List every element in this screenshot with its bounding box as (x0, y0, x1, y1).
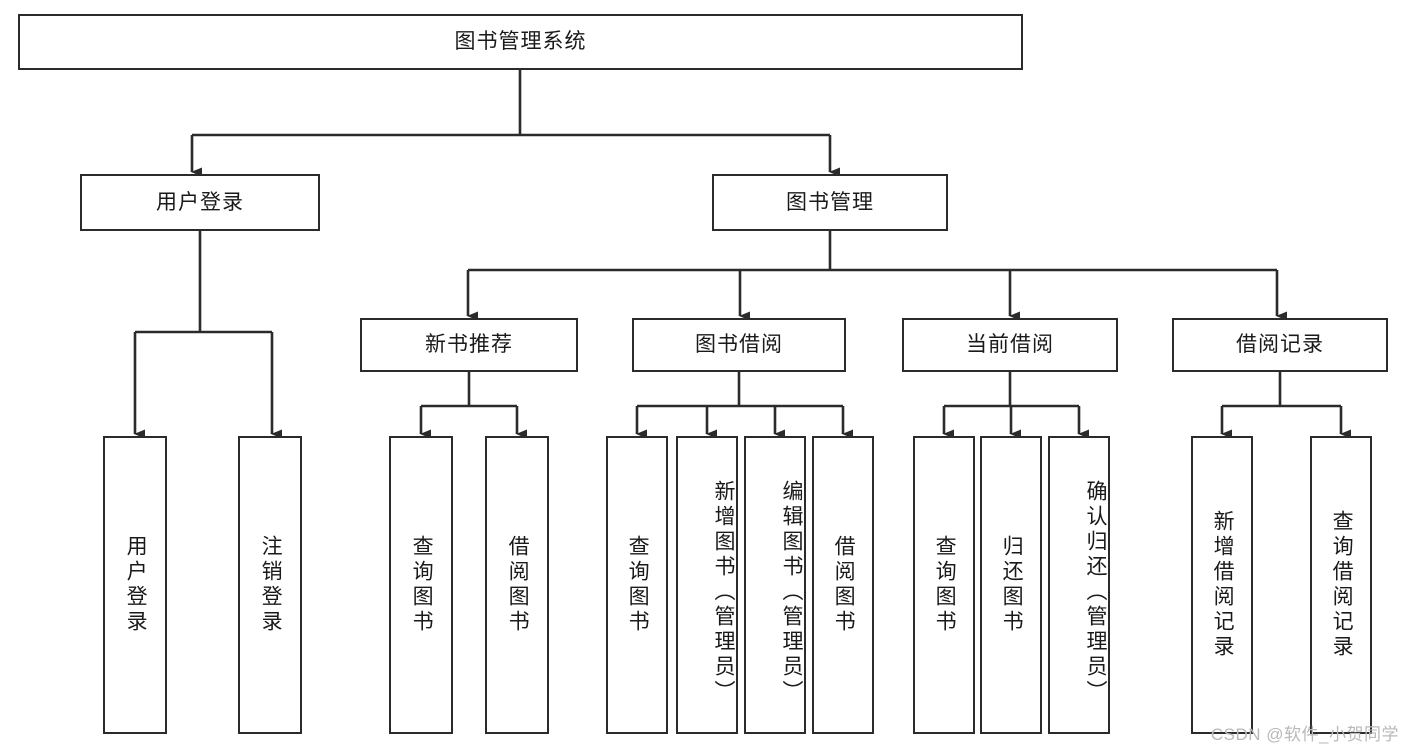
node-leaf-borrow-1[interactable]: 借阅图书 (485, 436, 549, 734)
node-label: 注销登录 (259, 535, 283, 635)
node-leaf-return[interactable]: 归还图书 (980, 436, 1042, 734)
node-label: 用户登录 (156, 190, 244, 214)
node-label: 新增图书（管理员） (712, 479, 735, 705)
node-label: 图书管理 (786, 190, 874, 214)
node-borrow-record[interactable]: 借阅记录 (1172, 318, 1388, 372)
node-leaf-confirm[interactable]: 确认归还（管理员） (1048, 436, 1110, 734)
node-leaf-query-1[interactable]: 查询图书 (389, 436, 453, 734)
node-label: 当前借阅 (966, 333, 1054, 357)
watermark-text: CSDN @软件_小贺同学 (1210, 725, 1399, 744)
node-label: 确认归还（管理员） (1084, 479, 1107, 705)
node-label: 查询图书 (410, 535, 434, 635)
node-label: 新书推荐 (425, 333, 513, 357)
node-leaf-query-2[interactable]: 查询图书 (606, 436, 668, 734)
node-book-borrow[interactable]: 图书借阅 (632, 318, 846, 372)
node-leaf-user-login[interactable]: 用户登录 (103, 436, 167, 734)
node-label: 借阅图书 (832, 535, 856, 635)
node-label: 借阅记录 (1236, 333, 1324, 357)
node-label: 图书管理系统 (454, 30, 587, 54)
node-root[interactable]: 图书管理系统 (18, 14, 1023, 70)
node-current-borrow[interactable]: 当前借阅 (902, 318, 1118, 372)
node-leaf-add-book[interactable]: 新增图书（管理员） (676, 436, 738, 734)
node-new-book-rec[interactable]: 新书推荐 (360, 318, 578, 372)
node-label: 借阅图书 (506, 535, 530, 635)
node-label: 查询图书 (626, 535, 650, 635)
node-label: 查询图书 (933, 535, 957, 635)
node-leaf-add-rec[interactable]: 新增借阅记录 (1191, 436, 1253, 734)
node-leaf-query-3[interactable]: 查询图书 (913, 436, 975, 734)
node-label: 归还图书 (1000, 535, 1024, 635)
node-leaf-edit-book[interactable]: 编辑图书（管理员） (744, 436, 806, 734)
node-leaf-borrow-2[interactable]: 借阅图书 (812, 436, 874, 734)
node-leaf-query-rec[interactable]: 查询借阅记录 (1310, 436, 1372, 734)
node-book-manage[interactable]: 图书管理 (712, 174, 948, 231)
node-label: 新增借阅记录 (1211, 510, 1235, 660)
node-label: 图书借阅 (695, 333, 783, 357)
node-label: 查询借阅记录 (1330, 510, 1354, 660)
node-user-login[interactable]: 用户登录 (80, 174, 320, 231)
node-leaf-logout[interactable]: 注销登录 (238, 436, 302, 734)
node-label: 编辑图书（管理员） (780, 479, 803, 705)
node-label: 用户登录 (124, 535, 148, 635)
